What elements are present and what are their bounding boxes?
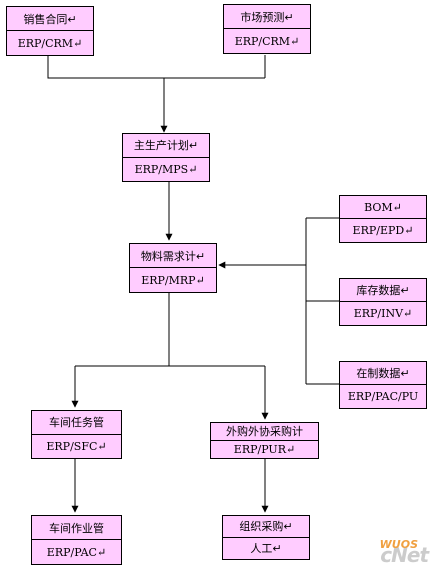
node-title: 物料需求计↵ xyxy=(130,244,216,268)
node-shop-task: 车间任务管 ERP/SFC↵ xyxy=(31,410,122,459)
node-title: 主生产计划↵ xyxy=(123,134,209,158)
node-title: 库存数据↵ xyxy=(340,279,426,302)
node-title: 外购外协采购计 xyxy=(211,423,318,441)
node-mps: 主生产计划↵ ERP/MPS↵ xyxy=(122,133,210,182)
node-system: 人工↵ xyxy=(250,542,282,556)
watermark-logo: cNet WUOS xyxy=(380,538,429,567)
node-mrp: 物料需求计↵ ERP/MRP↵ xyxy=(129,243,217,293)
node-shop-operation: 车间作业管 ERP/PAC↵ xyxy=(31,515,122,565)
node-inventory: 库存数据↵ ERP/INV↵ xyxy=(339,278,427,326)
node-wip: 在制数据↵ ERP/PAC/PU xyxy=(339,361,427,409)
watermark-brand: cNet xyxy=(380,543,429,567)
node-system: ERP/MPS↵ xyxy=(134,162,198,176)
node-market-forecast: 市场预测↵ ERP/CRM↵ xyxy=(223,4,311,54)
line-mrp-down xyxy=(168,293,265,367)
node-system: ERP/INV↵ xyxy=(353,307,413,320)
line-sales-contract xyxy=(47,55,265,79)
node-system: ERP/MRP↵ xyxy=(141,273,205,287)
watermark-sub: WUOS xyxy=(379,538,418,551)
node-title: 组织采购↵ xyxy=(223,516,309,538)
node-bom: BOM↵ ERP/EPD↵ xyxy=(339,195,427,243)
node-title: 车间任务管 xyxy=(32,411,121,435)
node-title: 销售合同↵ xyxy=(7,7,93,31)
node-system: ERP/SFC↵ xyxy=(46,439,107,453)
node-title: BOM↵ xyxy=(340,196,426,219)
node-purchase-plan: 外购外协采购计 ERP/PUR↵ xyxy=(210,422,319,459)
node-sales-contract: 销售合同↵ ERP/CRM↵ xyxy=(6,6,94,56)
node-title: 车间作业管 xyxy=(32,516,121,540)
node-title: 市场预测↵ xyxy=(224,5,310,29)
node-system: ERP/PAC/PU xyxy=(347,390,419,403)
node-system: ERP/CRM↵ xyxy=(234,34,300,48)
node-system: ERP/CRM↵ xyxy=(17,36,83,50)
node-title: 在制数据↵ xyxy=(340,362,426,385)
node-system: ERP/PAC↵ xyxy=(46,545,107,559)
node-system: ERP/EPD↵ xyxy=(352,224,414,237)
node-system: ERP/PUR↵ xyxy=(233,442,296,456)
node-org-purchase: 组织采购↵ 人工↵ xyxy=(222,515,310,560)
